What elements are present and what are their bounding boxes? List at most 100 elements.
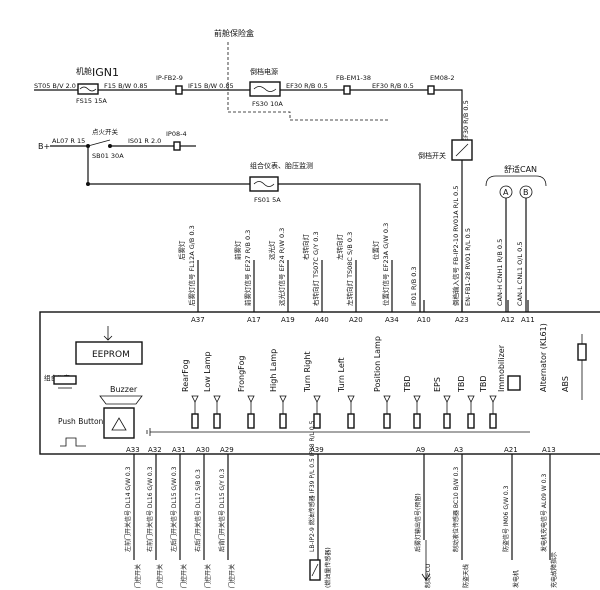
led-icon-6 (383, 395, 391, 403)
ef30-vert-label: EF30 R/B 0.5 (462, 100, 470, 142)
can-b-label: B (523, 188, 529, 197)
indicator-8: EPS (433, 377, 442, 392)
wire-label-5: 位置灯信号 EF23A G/W 0.3 (381, 223, 390, 306)
bottom-wire-label-1: 右前门开关信号 DL16 G/W 0.3 (146, 466, 154, 552)
led-icon-9 (467, 395, 475, 403)
bottom-pin-a3: A3 (454, 446, 463, 454)
ef30-label-1: EF30 R/B 0.5 (286, 82, 328, 90)
reverse-switch-label: 倒档开关 (418, 151, 446, 160)
top-tag-0: 后雾灯 (177, 240, 186, 260)
resistor-5 (347, 413, 355, 429)
fb-em1-38-label: FB-EM1-38 (336, 74, 371, 82)
led-icon-7 (413, 395, 421, 403)
top-pin-a11: A11 (521, 316, 535, 324)
connector-ip-fb2-9 (175, 85, 183, 95)
indicator-5: Turn Left (337, 357, 346, 393)
ign1-label: IGN1 (92, 66, 119, 79)
bottom-wire-label-7: 制动液位传感器 BC10 B/W 0.3 (452, 467, 460, 552)
wire-label-7: 倒档输入信号 FB-IP2-10 RV01A R/L 0.5 (451, 186, 460, 306)
is01-label: IS01 R 2.0 (128, 137, 161, 145)
em08-2-label: EM08-2 (430, 74, 454, 82)
bottom-tag-3: 门控开关 (204, 564, 212, 588)
led-icon-4 (313, 395, 321, 403)
resistor-6 (383, 413, 391, 429)
ip-fb2-9-label: IP-FB2-9 (156, 74, 183, 82)
resistor-10 (489, 413, 497, 429)
indicator-7: TBD (403, 375, 412, 393)
bottom-pin-a30: A30 (196, 446, 210, 454)
f15-label: F15 B/W 0.85 (104, 82, 148, 90)
bottom-wire-label-5: LB-IP2-9 燃油传感器 IF39 P/L 0.5 IF38 R/L 0.5 (308, 420, 316, 552)
resistor-0 (191, 413, 199, 429)
arrow-down-icon (103, 326, 113, 341)
connector-fb-em1-38 (343, 85, 351, 95)
led-icon-8 (443, 395, 451, 403)
wire-label-6: IF01 R/B 0.3 (410, 266, 418, 306)
top-tag-3: 右转向灯 (301, 234, 310, 261)
capacitor (53, 375, 77, 385)
bottom-pin-a32: A32 (148, 446, 162, 454)
led-icon-3 (279, 395, 287, 403)
ip08-4-label: IP08-4 (166, 130, 187, 138)
indicator-10: TBD (479, 375, 488, 393)
indicator-11: Immobilizer (497, 344, 506, 392)
sb01-label: SB01 30A (92, 152, 124, 160)
combo-fuse-label: 组合仪表、胎压监测 (250, 161, 313, 170)
bottom-pin-a9: A9 (416, 446, 425, 454)
bottom-tag-4: 门控开关 (228, 564, 236, 588)
can-label: 舒适CAN (504, 164, 537, 174)
bottom-pin-a29: A29 (220, 446, 234, 454)
resistor-9 (467, 413, 475, 429)
indicator-4: Turn Right (303, 351, 312, 393)
indicator-0: RearFog (181, 359, 190, 392)
immobilizer-transistor (507, 375, 521, 391)
resistor-1 (213, 413, 221, 429)
top-pin-a17: A17 (247, 316, 261, 324)
bottom-wire-label-9: 发电机充电信号 AL09 W 0.3 (540, 474, 548, 552)
indicator-3: High Lamp (269, 349, 278, 392)
led-icon-10 (489, 395, 497, 403)
bottom-pin-a21: A21 (504, 446, 518, 454)
indicator-2: FrongFog (237, 356, 246, 392)
wire-label-1: 前雾灯信号 EF27 R/B 0.3 (243, 230, 252, 306)
bottom-tag-6: 制动ECU (424, 564, 432, 588)
arrow-down-icon-a9 (421, 540, 431, 581)
wire-label-8: EN-FB1-28 RV01 R/L 0.5 (464, 228, 472, 306)
top-tag-1: 前雾灯 (233, 240, 242, 260)
buzzer-driver-box (103, 407, 135, 439)
bottom-tag-7: 防盗天线 (462, 564, 470, 588)
bottom-pin-a39: A39 (310, 446, 324, 454)
bottom-pin-a33: A33 (126, 446, 140, 454)
top-pin-a20: A20 (349, 316, 363, 324)
bottom-wire-label-3: 右后门开关信号 DL17 S/B 0.3 (194, 469, 202, 552)
indicator-13: ABS (561, 376, 570, 392)
fs30-label: FS30 10A (252, 100, 283, 108)
bottom-tag-1: 门控开关 (156, 564, 164, 588)
resistor-8 (443, 413, 451, 429)
eeprom-chip (75, 341, 143, 365)
wire-label-10: CAN-L CNL1 O/L 0.5 (516, 242, 524, 306)
if15-label: IF15 B/W 0.85 (188, 82, 234, 90)
side-power-label: 倒档电源 (250, 67, 278, 76)
eeprom-label: EEPROM (92, 350, 130, 360)
triangle-icon (111, 417, 127, 431)
push-button-switch (60, 437, 86, 447)
top-tag-2: 远光灯 (267, 240, 276, 260)
top-pin-a23: A23 (455, 316, 469, 324)
connector-em08-2 (427, 85, 435, 95)
push-button-label: Push Button (58, 417, 104, 426)
bottom-tag-2: 门控开关 (180, 564, 188, 588)
bottom-wire-label-8: 防盗信号 IM06 G/W 0.3 (502, 485, 510, 552)
top-pin-a10: A10 (417, 316, 431, 324)
wire-label-0: 后雾灯信号 FL12A G/B 0.3 (187, 225, 196, 306)
indicator-9: TBD (457, 375, 466, 393)
abs-resistor (577, 343, 587, 361)
top-pin-a12: A12 (501, 316, 515, 324)
al07-label: AL07 R 15 (52, 137, 85, 145)
resistor-3 (279, 413, 287, 429)
wire-label-4: 左转向灯 TS08C S/B 0.3 (345, 232, 354, 306)
bottom-pin-a31: A31 (172, 446, 186, 454)
ign-relay-label: 机舱 (76, 66, 92, 76)
